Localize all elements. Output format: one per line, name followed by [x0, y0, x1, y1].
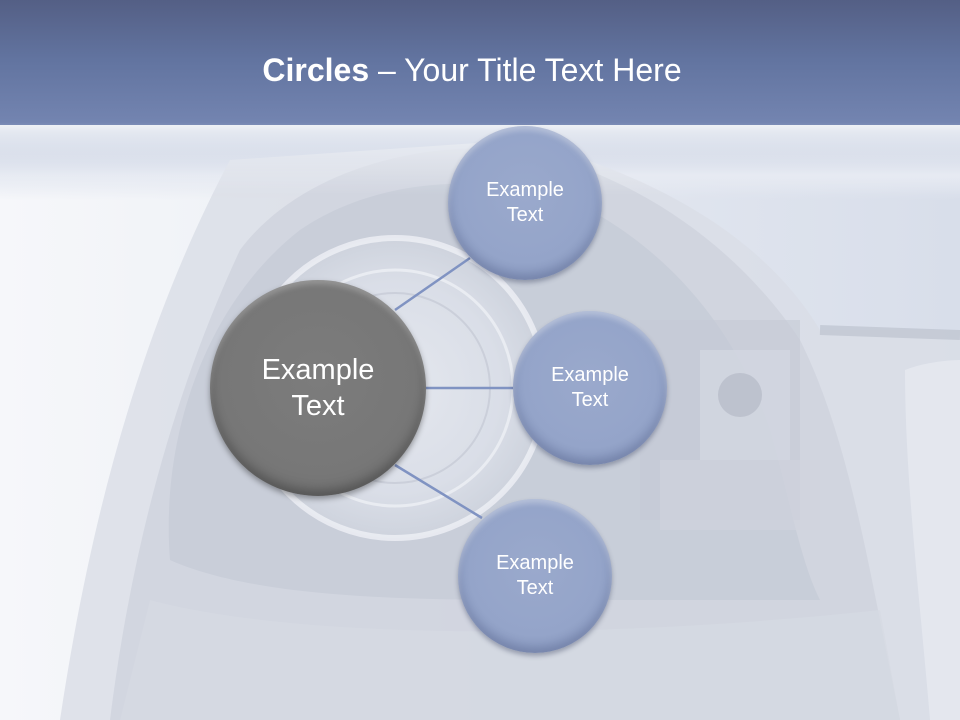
- satellite-bottom-line1: Example: [496, 552, 574, 574]
- satellite-circle-top[interactable]: Example Text: [448, 126, 602, 280]
- satellite-middle-label: Example Text: [551, 363, 629, 413]
- title-rest-part: – Your Title Text Here: [369, 52, 682, 88]
- satellite-middle-line1: Example: [551, 364, 629, 386]
- center-circle-label: Example Text: [262, 352, 375, 425]
- satellite-top-line1: Example: [486, 179, 564, 201]
- satellite-top-label: Example Text: [486, 178, 564, 228]
- satellite-circle-middle[interactable]: Example Text: [513, 311, 667, 465]
- satellite-bottom-line2: Text: [516, 577, 554, 599]
- satellite-bottom-label: Example Text: [496, 551, 574, 601]
- connector-top: [394, 256, 471, 312]
- center-circle[interactable]: Example Text: [210, 280, 426, 496]
- connector-bottom: [394, 463, 483, 520]
- title-bold-part: Circles: [262, 52, 370, 88]
- slide-title: Circles – Your Title Text Here: [0, 52, 944, 89]
- center-label-line1: Example: [261, 353, 375, 386]
- satellite-circle-bottom[interactable]: Example Text: [458, 499, 612, 653]
- satellite-top-line2: Text: [506, 204, 544, 226]
- center-label-line2: Text: [291, 390, 345, 422]
- satellite-middle-line2: Text: [571, 389, 609, 411]
